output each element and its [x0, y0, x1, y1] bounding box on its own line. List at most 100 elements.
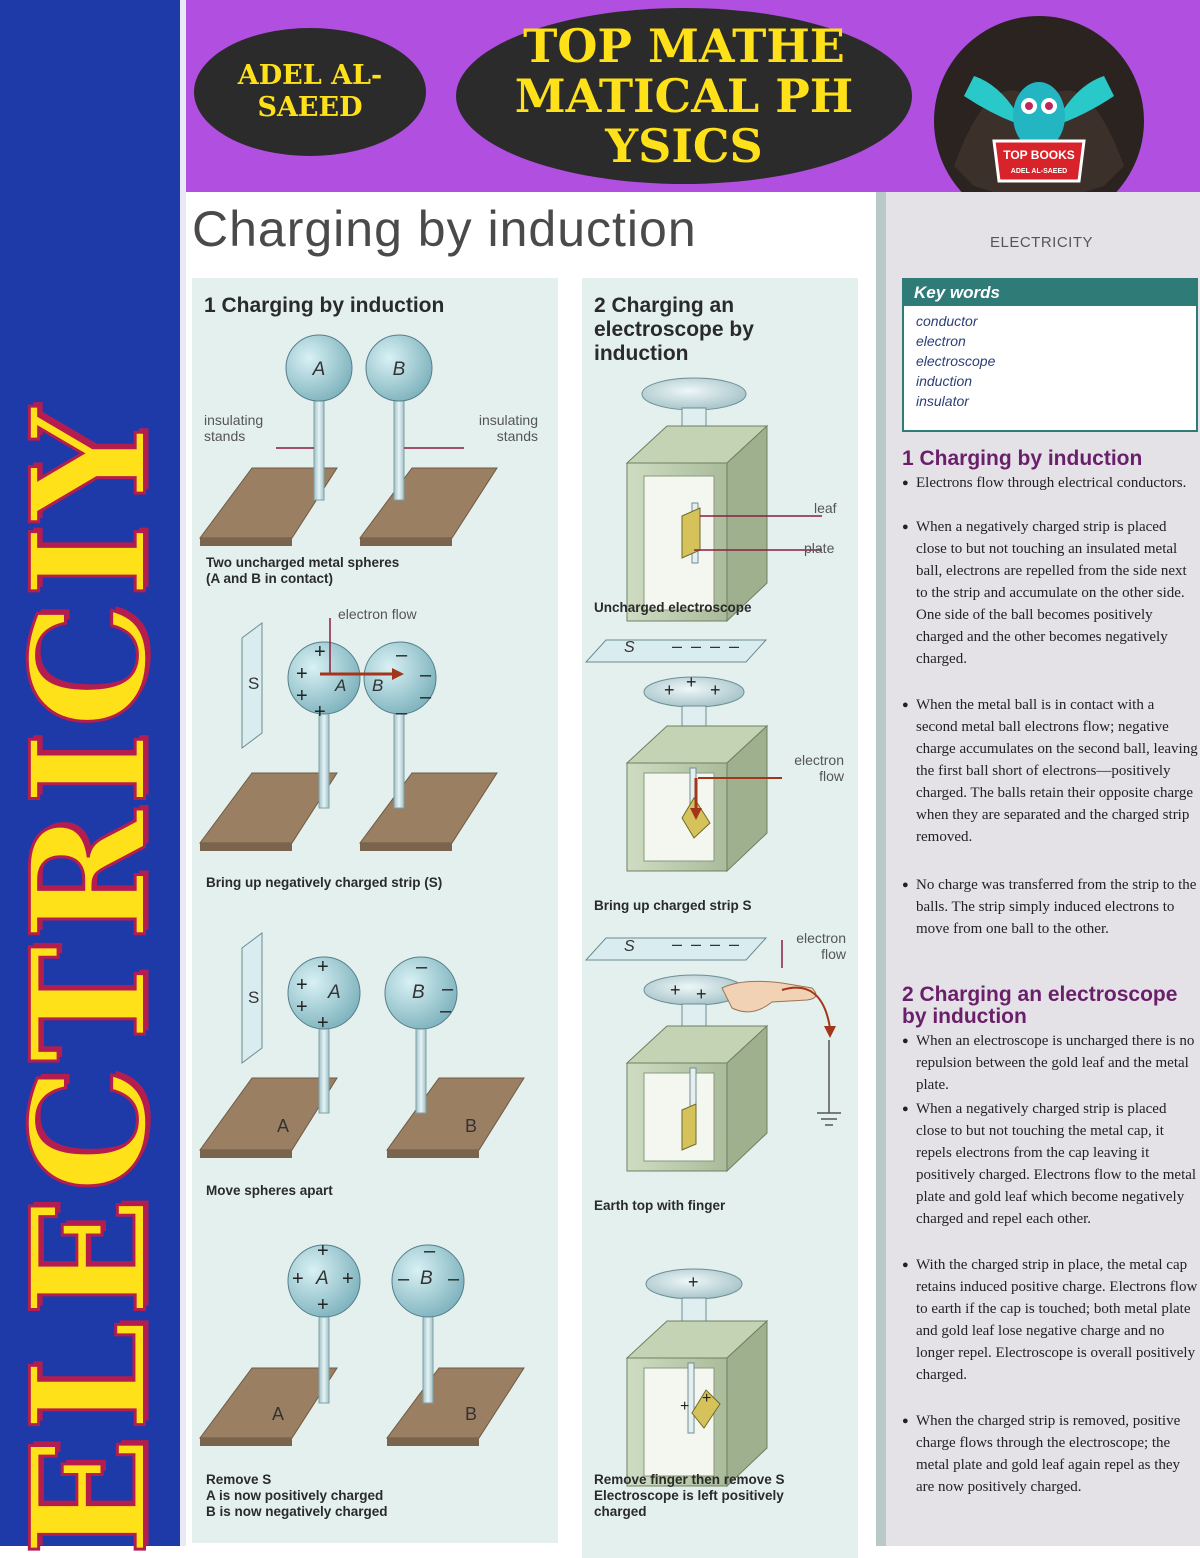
- minus-sign: –: [398, 1268, 410, 1290]
- panel2-diagram: [584, 377, 841, 1488]
- stage2-label-a: A: [335, 676, 347, 695]
- stage2-strip-label: S: [248, 674, 260, 693]
- stage3-label-b: B: [412, 982, 425, 1003]
- plus-sign: +: [317, 956, 329, 978]
- stage2-spheres: [199, 618, 498, 851]
- strip-label-3: S: [624, 938, 635, 955]
- panel1-diagram: A B: [199, 334, 525, 1446]
- logo-line1: TOP BOOKS: [1003, 148, 1075, 162]
- plus-sign: +: [710, 680, 721, 700]
- section1-bullet: Electrons flow through electrical conduc…: [902, 472, 1198, 494]
- caption-stage1: Two uncharged metal spheres (A and B in …: [206, 555, 400, 586]
- panel-charging-electroscope: 2 Charging an electroscope by induction: [582, 278, 858, 1558]
- minus-sign: –: [424, 1240, 436, 1262]
- section1-bullet: When a negatively charged strip is place…: [902, 516, 1198, 670]
- plus-sign: +: [696, 984, 707, 1004]
- label-insulating-right: insulating stands: [478, 412, 538, 444]
- plus-sign: +: [292, 1268, 304, 1290]
- key-words-box: Key words conductor electron electroscop…: [902, 278, 1198, 432]
- section2-heading: 2 Charging an electroscope by induction: [902, 983, 1178, 1028]
- stage3-base-b: B: [465, 1116, 477, 1136]
- plus-sign: +: [296, 685, 308, 707]
- caption-stage4: Remove S A is now positively charged B i…: [206, 1472, 388, 1519]
- stage3-strip-label: S: [248, 988, 260, 1007]
- sidebar-divider: [180, 0, 186, 1546]
- key-words-title: Key words: [904, 280, 1196, 306]
- plus-sign: +: [314, 701, 326, 723]
- banner-title: TOP MATHEMATICAL PHYSICS: [514, 19, 854, 173]
- key-word: induction: [916, 373, 973, 389]
- panel-charging-by-induction: 1 Charging by induction A B: [192, 278, 558, 1543]
- stage2-label-b: B: [372, 676, 384, 695]
- panel1-title: 1 Charging by induction: [204, 294, 445, 317]
- electroscope-4: [625, 1268, 769, 1488]
- caption-electroscope-4: Remove finger then remove S Electroscope…: [594, 1472, 785, 1519]
- section2-bullet: With the charged strip in place, the met…: [902, 1254, 1198, 1386]
- minus-sign: –: [420, 686, 432, 708]
- minus-sign: –: [420, 664, 432, 686]
- plus-sign: +: [317, 1012, 329, 1034]
- top-books-logo: TOP BOOKS ADEL AL-SAEED: [934, 16, 1144, 226]
- page-title: Charging by induction: [192, 201, 697, 257]
- stage1-label-a: A: [312, 359, 326, 380]
- logo-line2: ADEL AL-SAEED: [1011, 168, 1067, 175]
- caption-electroscope-3: Earth top with finger: [594, 1198, 726, 1213]
- electroscope-3: [584, 937, 841, 1173]
- plus-sign: +: [664, 680, 675, 700]
- stage3-spheres: A B: [199, 932, 525, 1158]
- label-electron-flow-3: electron flow: [796, 930, 846, 962]
- minus-sign: –: [440, 1000, 452, 1022]
- stage4-label-b: B: [420, 1268, 433, 1289]
- label-insulating-left: insulating stands: [204, 412, 264, 444]
- plus-sign: +: [317, 1294, 329, 1316]
- minus-sign: –: [448, 1268, 460, 1290]
- electricity-header: ELECTRICITY: [990, 234, 1094, 251]
- stage3-base-a: A: [277, 1116, 289, 1136]
- plus-sign: +: [296, 974, 308, 996]
- section2-bullet: When a negatively charged strip is place…: [902, 1098, 1198, 1230]
- section1-bullet: No charge was transferred from the strip…: [902, 874, 1198, 940]
- stage4-base-a: A: [272, 1404, 284, 1424]
- strip-charges-3: – – – –: [672, 934, 742, 954]
- label-leaf: leaf: [814, 500, 837, 516]
- section1-heading: 1 Charging by induction: [902, 447, 1143, 470]
- key-word: electroscope: [916, 353, 996, 369]
- plus-sign: +: [680, 1398, 690, 1415]
- plus-sign: +: [296, 996, 308, 1018]
- plus-sign: +: [688, 1272, 699, 1292]
- label-plate: plate: [804, 540, 835, 556]
- stage4-label-a: A: [316, 1268, 329, 1289]
- key-word: conductor: [916, 313, 978, 329]
- label-electron-flow-2: electron flow: [794, 752, 844, 784]
- minus-sign: –: [442, 978, 454, 1000]
- plus-sign: +: [686, 672, 697, 692]
- minus-sign: –: [396, 644, 408, 666]
- strip-label-2: S: [624, 639, 635, 656]
- title-badge: TOP MATHEMATICAL PHYSICS: [456, 8, 912, 184]
- plus-sign: +: [342, 1268, 354, 1290]
- stage1-label-b: B: [393, 359, 406, 380]
- plus-sign: +: [296, 663, 308, 685]
- right-column-bar: [876, 192, 886, 1546]
- owl-icon: TOP BOOKS ADEL AL-SAEED: [954, 76, 1124, 206]
- strip-charges-2: – – – –: [672, 636, 742, 656]
- caption-stage3: Move spheres apart: [206, 1183, 333, 1198]
- stage1-spheres: A B: [199, 334, 498, 546]
- author-name: ADEL AL-SAEED: [237, 60, 383, 123]
- plus-sign: +: [670, 980, 681, 1000]
- stage4-base-b: B: [465, 1404, 477, 1424]
- section1-bullet: When the metal ball is in contact with a…: [902, 694, 1198, 848]
- plus-sign: +: [702, 1390, 712, 1407]
- caption-electroscope-1: Uncharged electroscope: [594, 600, 752, 615]
- caption-stage2: Bring up negatively charged strip (S): [206, 875, 443, 890]
- minus-sign: –: [396, 702, 408, 724]
- caption-electroscope-2: Bring up charged strip S: [594, 898, 752, 913]
- panel2-title: 2 Charging an electroscope by induction: [594, 294, 754, 365]
- section2-bullet: When the charged strip is removed, posit…: [902, 1410, 1198, 1498]
- label-electron-flow: electron flow: [338, 606, 417, 622]
- author-badge: ADEL AL-SAEED: [194, 28, 426, 156]
- electroscope-2: [584, 639, 782, 873]
- sidebar-title: ELECTRICIY: [0, 402, 184, 1558]
- sidebar: ELECTRICIY: [0, 0, 184, 1558]
- stage3-label-a: A: [328, 982, 341, 1003]
